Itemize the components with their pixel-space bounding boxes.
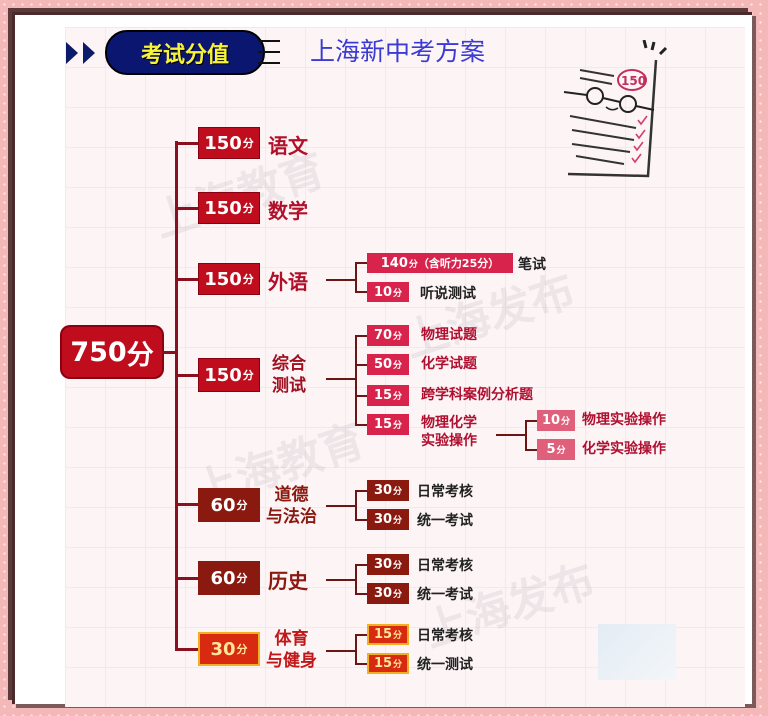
connector (525, 420, 537, 422)
exam-paper-face-icon: 150 (563, 40, 668, 178)
svg-text:150: 150 (621, 74, 646, 88)
connector (355, 490, 357, 520)
connector (326, 505, 356, 507)
speed-lines-icon (258, 40, 280, 64)
connector (355, 424, 367, 426)
item-name-cross-disciplinary: 跨学科案例分析题 (421, 387, 533, 403)
connector (355, 519, 367, 521)
connector (355, 364, 367, 366)
connector (355, 335, 357, 425)
subject-name-integrated-test: 综合测试 (272, 354, 306, 396)
connector (355, 663, 367, 665)
item-name-listening-speaking: 听说测试 (420, 286, 476, 302)
connector (355, 593, 367, 595)
item-name-ethics-exam: 统一考试 (417, 513, 473, 529)
page-title: 上海新中考方案 (310, 37, 486, 66)
item-name-chemistry-lab: 化学实验操作 (582, 441, 666, 457)
connector (355, 262, 357, 292)
connector (175, 141, 178, 651)
item-name-chemistry: 化学试题 (421, 356, 477, 372)
connector (175, 207, 199, 210)
subject-name-pe: 体育与健身 (266, 629, 317, 671)
subject-name-history: 历史 (268, 569, 308, 593)
item-name-ethics-daily: 日常考核 (417, 484, 473, 500)
total-score-unit: 分 (126, 339, 154, 371)
subject-name-chinese: 语文 (268, 134, 308, 158)
connector (355, 395, 367, 397)
connector (326, 378, 356, 380)
connector (355, 634, 367, 636)
item-name-physics: 物理试题 (421, 327, 477, 343)
subject-name-foreign-language: 外语 (268, 270, 308, 294)
item-name-pe-test: 统一测试 (417, 657, 473, 673)
connector (355, 335, 367, 337)
connector (355, 634, 357, 664)
connector (162, 351, 176, 354)
item-name-history-exam: 统一考试 (417, 587, 473, 603)
section-badge: 考试分值 (105, 30, 265, 75)
connector (355, 490, 367, 492)
subject-name-math: 数学 (268, 199, 308, 223)
connector (355, 291, 367, 293)
connector (355, 262, 367, 264)
connector (175, 503, 199, 506)
play-arrow-icon (83, 42, 95, 64)
connector (525, 420, 527, 450)
item-name-history-daily: 日常考核 (417, 558, 473, 574)
connector (175, 374, 199, 377)
item-name-lab-operation: 物理化学实验操作 (421, 415, 477, 449)
connector (175, 648, 199, 651)
connector (496, 434, 526, 436)
connector (326, 650, 356, 652)
connector (175, 577, 199, 580)
item-name-pe-daily: 日常考核 (417, 628, 473, 644)
connector (525, 449, 537, 451)
connector (175, 142, 199, 145)
image-artifact-patch (598, 624, 676, 680)
total-score-value: 750 (70, 336, 127, 368)
connector (355, 564, 357, 594)
item-name-physics-lab: 物理实验操作 (582, 412, 666, 428)
connector (175, 278, 199, 281)
connector (355, 564, 367, 566)
connector (326, 579, 356, 581)
item-name-written: 笔试 (518, 257, 546, 273)
play-arrow-icon (66, 42, 78, 64)
connector (326, 279, 356, 281)
subject-name-ethics-law: 道德与法治 (266, 485, 317, 527)
